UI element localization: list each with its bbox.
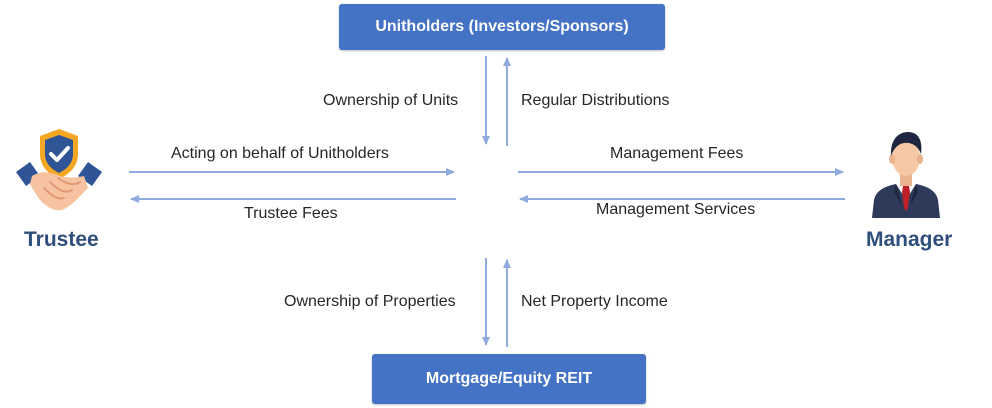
- reit-label: Mortgage/Equity REIT: [425, 370, 593, 387]
- unitholders-box: Unitholders (Investors/Sponsors): [339, 4, 665, 50]
- management-services-label: Management Services: [596, 201, 756, 218]
- net-property-income-label: Net Property Income: [521, 293, 668, 310]
- trustee-label: Trustee: [24, 228, 99, 251]
- unitholders-label: Unitholders (Investors/Sponsors): [375, 18, 629, 35]
- businessman-icon: [872, 132, 940, 218]
- ownership-of-units-label: Ownership of Units: [323, 92, 459, 109]
- ownership-of-properties-label: Ownership of Properties: [284, 293, 456, 310]
- management-fees-label: Management Fees: [610, 145, 744, 162]
- manager-label: Manager: [866, 228, 953, 251]
- regular-distributions-label: Regular Distributions: [521, 92, 670, 109]
- reit-box: Mortgage/Equity REIT: [372, 354, 646, 404]
- trustee-fees-label: Trustee Fees: [244, 205, 338, 222]
- acting-on-behalf-label: Acting on behalf of Unitholders: [171, 145, 389, 162]
- shield-handshake-icon: [16, 129, 102, 211]
